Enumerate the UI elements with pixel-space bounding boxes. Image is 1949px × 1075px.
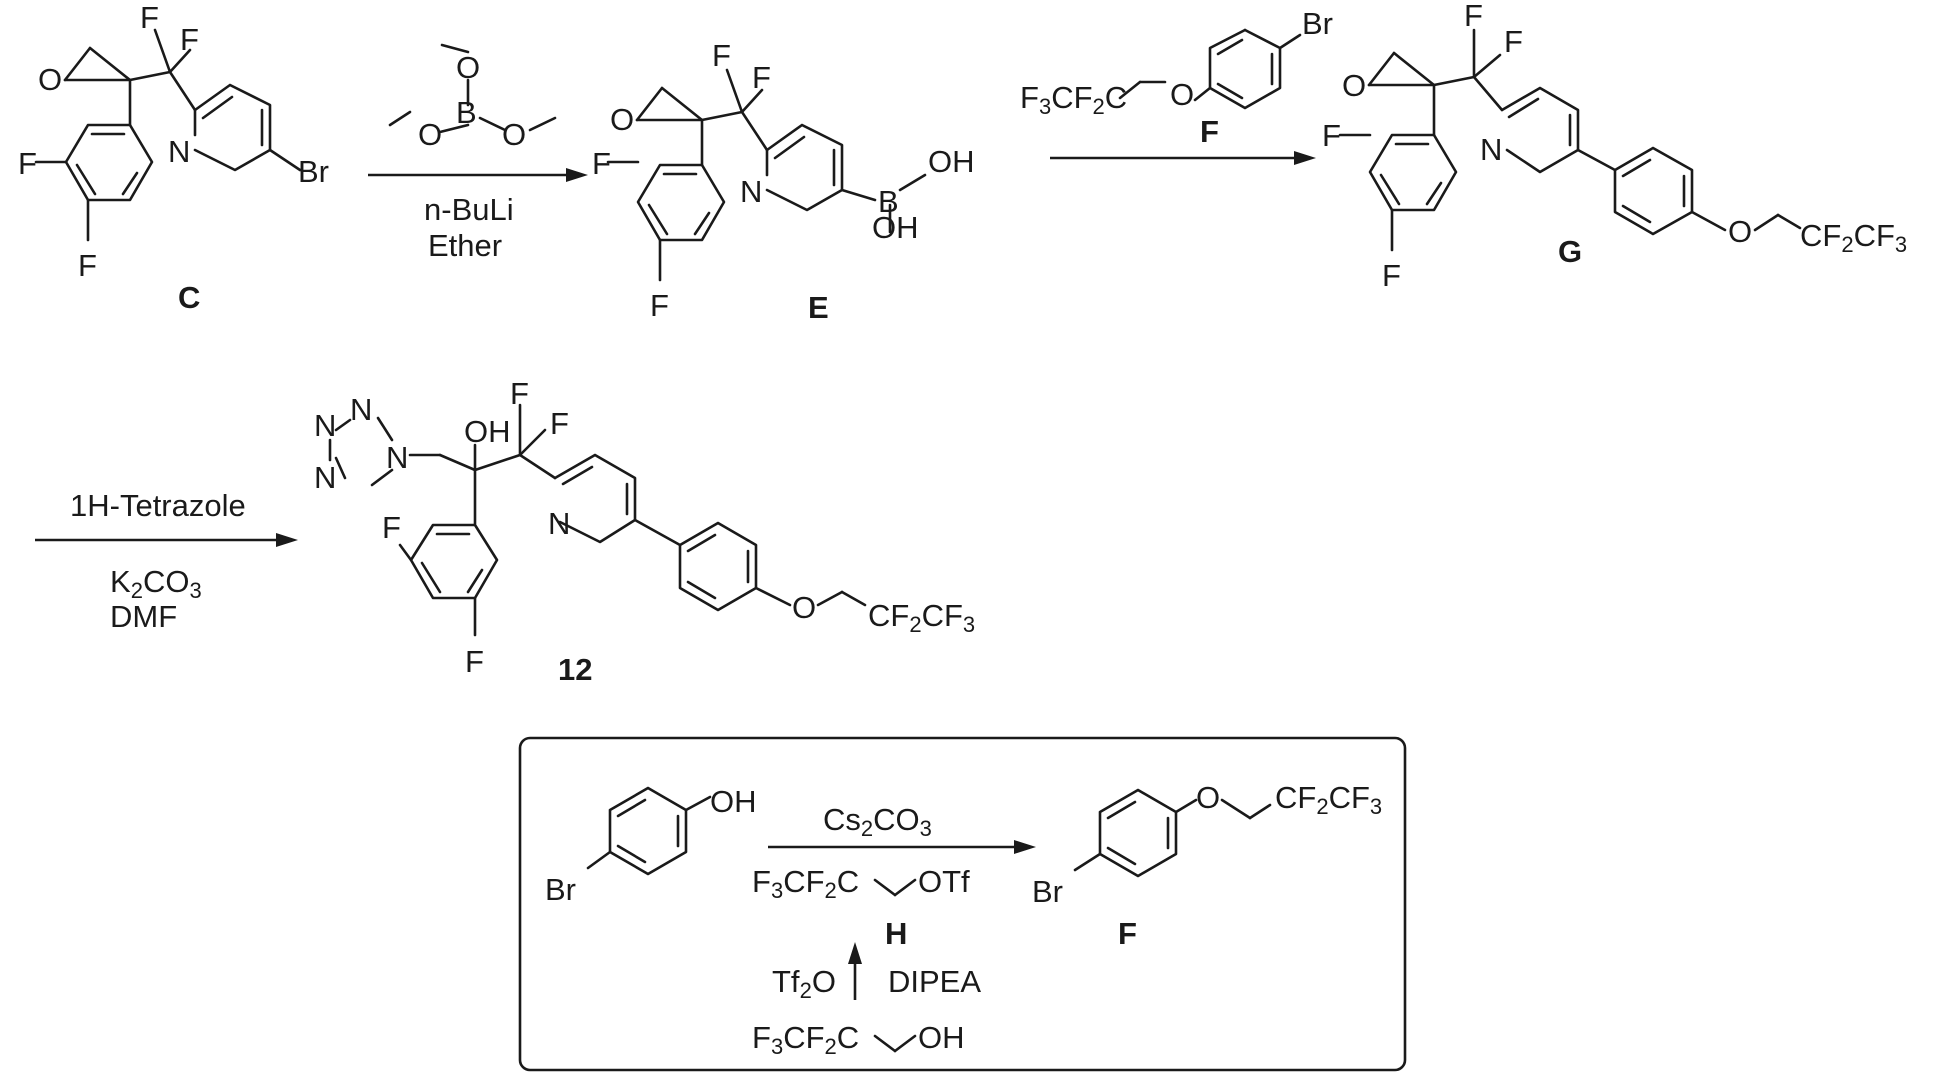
atom-f: F <box>1322 118 1341 153</box>
compound-12: N N N N OH F F F F N O <box>314 376 975 687</box>
atom-o: O <box>1728 214 1752 249</box>
atom-n: N <box>1480 132 1502 167</box>
atom-o: O <box>792 590 816 625</box>
reagent-cs2co3: Cs2CO3 <box>823 802 932 841</box>
atom-o: O <box>610 102 634 137</box>
group-cf2cf3: CF2CF3 <box>1800 218 1907 257</box>
atom-br: Br <box>298 154 329 189</box>
atom-br: Br <box>1302 6 1333 41</box>
reagent-nbuli: n-BuLi <box>424 192 514 227</box>
compound-label-g: G <box>1558 234 1582 269</box>
atom-n: N <box>314 408 336 443</box>
compound-label-12: 12 <box>558 652 592 687</box>
compound-label-f-product: F <box>1118 916 1137 951</box>
atom-f: F <box>592 146 611 181</box>
atom-n: N <box>548 506 570 541</box>
atom-f: F <box>1382 258 1401 293</box>
group-f3cf2c: F3CF2C <box>1020 80 1127 119</box>
reagent-ether: Ether <box>428 228 502 263</box>
compound-label-h: H <box>885 916 907 951</box>
atom-f: F <box>712 38 731 73</box>
inset-box: OH Br Cs2CO3 F3CF2C OTf H Tf2O DIPEA F3C… <box>520 738 1405 1070</box>
atom-o: O <box>1196 780 1220 815</box>
atom-o: O <box>1342 68 1366 103</box>
atom-f: F <box>382 510 401 545</box>
atom-oh: OH <box>928 144 975 179</box>
atom-oh: OH <box>872 210 919 245</box>
atom-oh: OH <box>464 414 511 449</box>
atom-f: F <box>465 644 484 679</box>
atom-n: N <box>168 134 190 169</box>
atom-br: Br <box>1032 874 1063 909</box>
group-cf2cf3: CF2CF3 <box>868 598 975 637</box>
reagent-tetrazole: 1H-Tetrazole <box>70 488 246 523</box>
atom-f: F <box>752 60 771 95</box>
atom-oh: OH <box>710 784 757 819</box>
atom-o: O <box>38 62 62 97</box>
group-cf2cf3: CF2CF3 <box>1275 780 1382 819</box>
atom-f: F <box>510 376 529 411</box>
atom-n: N <box>386 440 408 475</box>
compound-label-e: E <box>808 290 829 325</box>
atom-n: N <box>314 460 336 495</box>
reagent-k2co3: K2CO3 <box>110 564 202 603</box>
atom-br: Br <box>545 872 576 907</box>
atom-f: F <box>78 248 97 283</box>
group-f3cf2c: F3CF2C <box>752 1020 859 1059</box>
atom-n: N <box>740 174 762 209</box>
atom-f: F <box>1504 24 1523 59</box>
atom-f: F <box>140 0 159 35</box>
atom-o: O <box>1170 77 1194 112</box>
atom-oh: OH <box>918 1020 965 1055</box>
compound-c: F F O F F N Br C <box>18 0 329 315</box>
compound-label-f-reagent: F <box>1200 114 1219 149</box>
atom-f: F <box>650 288 669 323</box>
atom-f: F <box>1464 0 1483 33</box>
atom-otf: OTf <box>918 864 970 899</box>
atom-f: F <box>550 406 569 441</box>
atom-o: O <box>418 117 442 152</box>
compound-g: F F O F F N O CF2CF3 G <box>1322 0 1907 293</box>
atom-o: O <box>502 117 526 152</box>
reaction-arrow-3: 1H-Tetrazole K2CO3 DMF <box>35 488 298 634</box>
atom-o: O <box>456 50 480 85</box>
atom-f: F <box>180 22 199 57</box>
group-f3cf2c: F3CF2C <box>752 864 859 903</box>
atom-n: N <box>350 392 372 427</box>
atom-b: B <box>456 95 477 130</box>
reaction-arrow-1: O B O O n-BuLi Ether <box>368 45 588 263</box>
reagent-dmf: DMF <box>110 599 177 634</box>
compound-e: F F O F F N B OH OH E <box>592 38 975 325</box>
reaction-arrow-2: Br O F3CF2C F <box>1020 6 1333 165</box>
atom-f: F <box>18 146 37 181</box>
compound-label-c: C <box>178 280 200 315</box>
reagent-dipea: DIPEA <box>888 964 981 999</box>
reagent-tf2o: Tf2O <box>772 964 836 1003</box>
